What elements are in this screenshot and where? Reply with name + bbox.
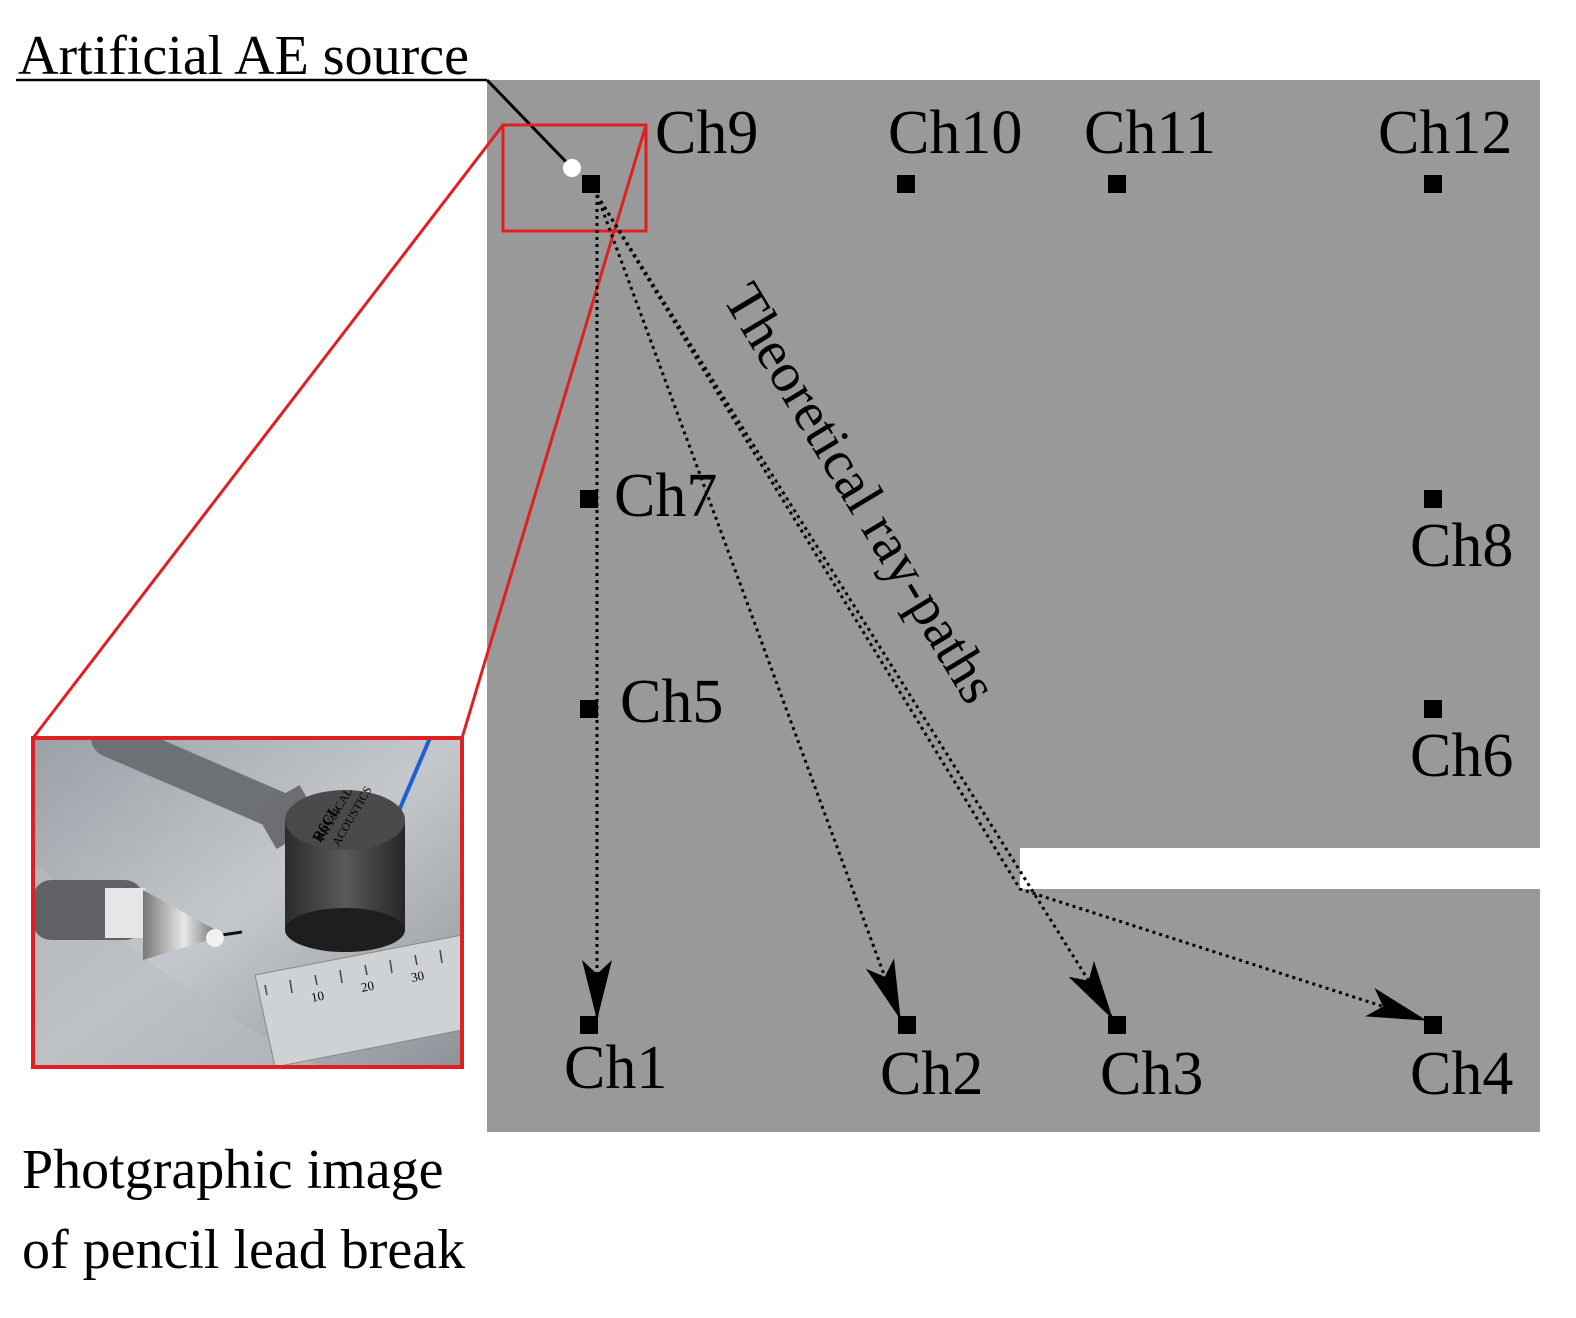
photo-caption-line1: Photgraphic image [22, 1139, 443, 1201]
sensor-ch10 [897, 175, 915, 193]
label-ch8: Ch8 [1410, 512, 1513, 580]
sensors [580, 175, 1442, 1034]
label-ch5: Ch5 [620, 668, 723, 736]
ruler-tick-20: 20 [360, 978, 376, 995]
zoom-box [501, 123, 648, 233]
pencil-lead-break-photo: PHYSICAL ACOUSTICS R6CL 10 20 30 [31, 736, 464, 1069]
sensor-ch5 [580, 700, 598, 718]
label-ch7: Ch7 [614, 462, 717, 530]
label-ch12: Ch12 [1378, 99, 1512, 167]
sensor-ch7 [580, 490, 598, 508]
ray-path-ch3 [595, 194, 1114, 1020]
label-ch9: Ch9 [655, 99, 758, 167]
ray-path-ch2 [595, 194, 902, 1020]
ae-source-marker [563, 159, 581, 177]
ruler-tick-30: 30 [410, 968, 426, 985]
photo-caption-line2: of pencil lead break [22, 1219, 465, 1281]
label-ch4: Ch4 [1410, 1040, 1513, 1108]
sensor-ch9 [582, 175, 600, 193]
sensor-ch3 [1108, 1016, 1126, 1034]
label-ch10: Ch10 [888, 99, 1022, 167]
ruler-tick-10: 10 [310, 988, 326, 1005]
ray-paths [582, 194, 1427, 1022]
sensor-ch11 [1108, 175, 1126, 193]
sensor-ch4 [1424, 1016, 1442, 1034]
label-ch11: Ch11 [1084, 99, 1216, 167]
sensor-ch6 [1424, 700, 1442, 718]
source-label: Artificial AE source [18, 25, 469, 87]
label-ch3: Ch3 [1100, 1040, 1203, 1108]
sensor-ch1 [580, 1016, 598, 1034]
specimen-plate [487, 80, 1540, 1132]
sensor-ch12 [1424, 175, 1442, 193]
ray-path-ch4 [595, 194, 1427, 1022]
sensor-ch2 [898, 1016, 916, 1034]
zoom-connector-left [31, 124, 505, 739]
label-ch2: Ch2 [880, 1040, 983, 1108]
sensor-ch8 [1424, 490, 1442, 508]
label-ch6: Ch6 [1410, 722, 1513, 790]
label-ch1: Ch1 [564, 1034, 667, 1102]
